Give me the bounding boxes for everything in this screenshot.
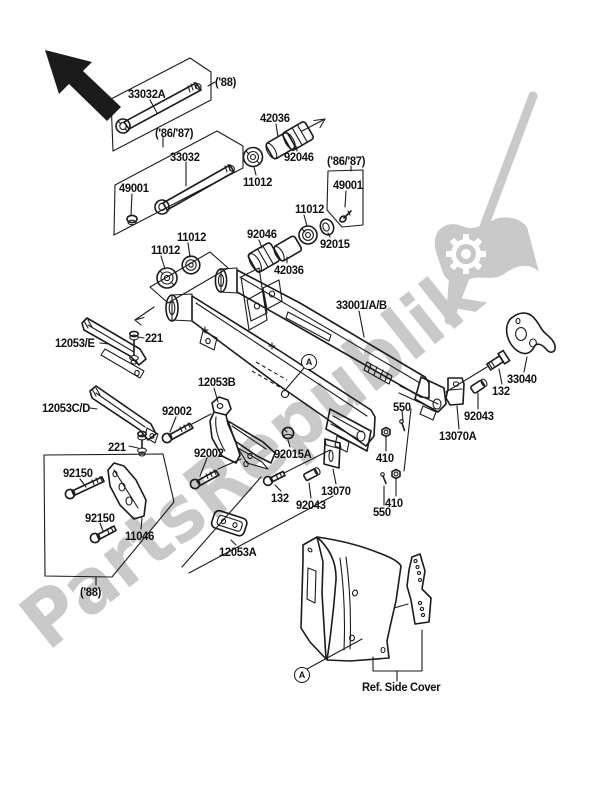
nut-410-b [391, 468, 401, 480]
nut-410-a [381, 426, 391, 438]
rod-33032A [123, 82, 202, 130]
nut-92015A [281, 426, 295, 440]
bolt-92150-a [64, 475, 105, 500]
bolt-92150-b [89, 525, 117, 544]
insertion-arrow-icon [134, 306, 155, 326]
direction-arrow-icon [45, 50, 121, 121]
bushing-11012-d [156, 267, 178, 289]
sleeve-42036-a [265, 132, 296, 160]
panel-8687-mid-group [113, 130, 244, 236]
panel-88-top-group [110, 57, 212, 152]
plate-11046 [107, 462, 147, 520]
rod-33032 [162, 164, 235, 211]
bushing-11012-a [242, 146, 264, 168]
stud-49001-right [339, 210, 352, 223]
watermark-flagpole [444, 91, 538, 325]
chain-sliders [81, 317, 334, 574]
bushing-11012-c [181, 255, 201, 275]
plate-33040 [505, 312, 556, 355]
bushing-92046-a [282, 121, 314, 151]
rear-parts [262, 312, 556, 487]
bolt-132-a [262, 470, 286, 487]
bracket-13070 [323, 438, 342, 469]
slider-12053CD [89, 385, 159, 444]
block-12053A [210, 509, 248, 537]
screw-221-b [137, 430, 148, 457]
sleeve-42036-b [273, 235, 303, 262]
bolt-92002-b [189, 469, 220, 490]
bushing-group-top [242, 118, 326, 168]
bolt-92002-a [161, 422, 194, 444]
pin-550-b [380, 472, 387, 485]
guide-12053B [209, 396, 276, 470]
panel-88-bottom-group [43, 453, 175, 578]
bushing-group-mid [134, 218, 335, 326]
side-cover-bracket [393, 553, 432, 625]
watermark-gear-icon [446, 234, 486, 274]
panel-8687-small-group [326, 169, 364, 228]
nut-49001-left [126, 214, 138, 224]
pin-92043-b [470, 378, 488, 394]
side-cover [300, 536, 432, 662]
leader-lines [79, 81, 528, 682]
pin-92043-a [303, 467, 321, 482]
cap-92015 [319, 218, 335, 236]
bolt-132-b [486, 349, 511, 371]
slider-12053E [81, 317, 147, 379]
pin-550-a [399, 419, 406, 432]
assembly-arrow-icon [301, 118, 326, 132]
bushing-11012-b [298, 225, 318, 245]
swingarm-33001 [165, 267, 447, 453]
watermark-text: PartsRepublik [4, 247, 499, 666]
